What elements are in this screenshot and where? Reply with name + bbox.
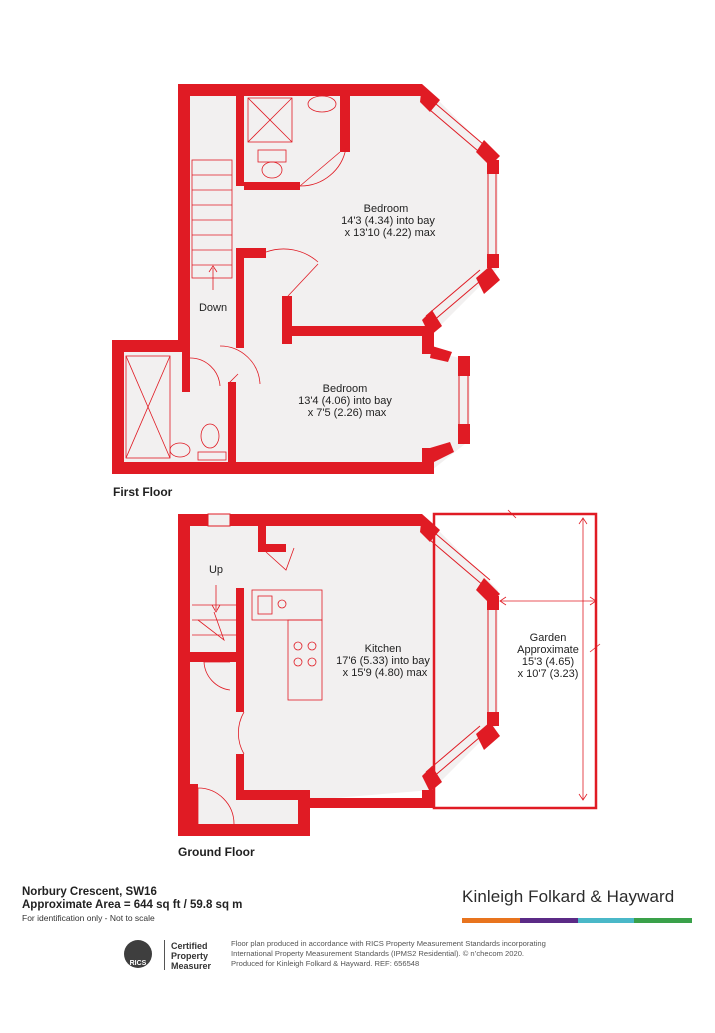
bedroom2-name: Bedroom <box>323 383 368 395</box>
stairs-up-label: Up <box>209 564 223 576</box>
garden-dim1: Approximate <box>517 644 579 656</box>
bedroom2-dim1: 13'4 (4.06) into bay <box>298 395 392 407</box>
disclaimer-line3: Produced for Kinleigh Folkard & Hayward.… <box>231 959 420 968</box>
bedroom1-dim1: 14'3 (4.34) into bay <box>341 215 435 227</box>
garden-dim2: 15'3 (4.65) <box>522 656 574 668</box>
disclaimer: Floor plan produced in accordance with R… <box>231 939 631 969</box>
property-address: Norbury Crescent, SW16 <box>22 886 157 898</box>
rics-line3: Measurer <box>171 961 212 971</box>
bedroom1-dim2: x 13'10 (4.22) max <box>345 227 436 239</box>
garden-dim3: x 10'7 (3.23) <box>518 668 579 680</box>
bedroom2-dim2: x 7'5 (2.26) max <box>308 407 387 419</box>
rics-badge: RICS Certified Property Measurer <box>120 938 220 972</box>
garden-outline <box>432 512 598 810</box>
first-floor-area <box>112 84 498 474</box>
brand-bar-green <box>634 918 692 923</box>
scale-note: For identification only - Not to scale <box>22 913 155 923</box>
kitchen-dim1: 17'6 (5.33) into bay <box>336 655 430 667</box>
bedroom1-name: Bedroom <box>364 203 409 215</box>
brand-bar-teal <box>578 918 634 923</box>
ground-floor-area <box>178 514 498 836</box>
rics-logo-icon <box>124 940 152 968</box>
ground-floor-plan: Kitchen 17'6 (5.33) into bay x 15'9 (4.8… <box>178 509 601 836</box>
rics-line2: Property <box>171 951 209 961</box>
disclaimer-line1: Floor plan produced in accordance with R… <box>231 939 546 948</box>
brand-bar-purple <box>520 918 578 923</box>
first-floor-label: First Floor <box>113 485 173 499</box>
brand-bar-orange <box>462 918 520 923</box>
approximate-area: Approximate Area = 644 sq ft / 59.8 sq m <box>22 899 243 911</box>
stairs-down-label: Down <box>199 302 227 314</box>
kitchen-dim2: x 15'9 (4.80) max <box>343 667 428 679</box>
kitchen-name: Kitchen <box>365 643 402 655</box>
rics-divider <box>164 940 165 970</box>
first-floor-plan: Bedroom 14'3 (4.34) into bay x 13'10 (4.… <box>112 84 500 474</box>
disclaimer-line2: International Property Measurement Stand… <box>231 949 525 958</box>
ground-floor-label: Ground Floor <box>178 845 255 859</box>
rics-logo-text: RICS <box>129 960 147 967</box>
brand-name: Kinleigh Folkard & Hayward <box>462 887 675 906</box>
rics-line1: Certified <box>171 941 208 951</box>
garden-name: Garden <box>530 632 567 644</box>
